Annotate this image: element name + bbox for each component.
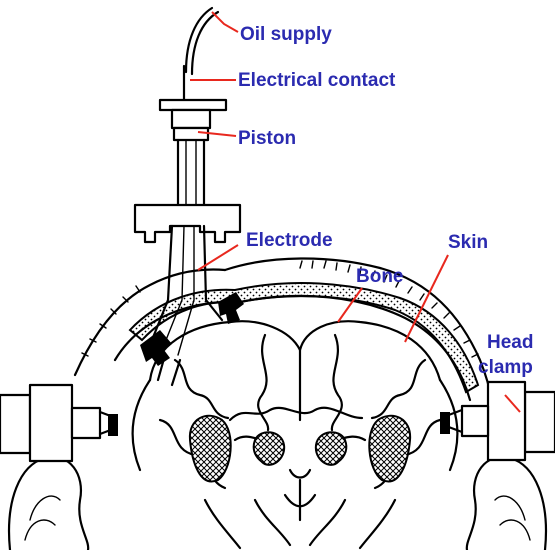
label-head-clamp-line2: clamp <box>478 357 533 378</box>
label-skin: Skin <box>448 232 488 253</box>
nucleus-right <box>369 416 410 482</box>
nucleus-left <box>190 416 231 482</box>
leader-oil-supply <box>212 12 238 32</box>
head-clamp-left <box>0 385 118 461</box>
label-oil-supply: Oil supply <box>240 24 332 45</box>
ear-right <box>467 457 546 550</box>
nucleus-center-right <box>316 432 346 465</box>
label-electrode: Electrode <box>246 230 333 251</box>
labels: Oil supply Electrical contact Piston Ele… <box>238 24 533 378</box>
label-electrical-contact: Electrical contact <box>238 70 396 91</box>
label-bone: Bone <box>356 266 404 287</box>
label-head-clamp-line1: Head <box>487 332 533 353</box>
nucleus-center-left <box>254 432 284 465</box>
brain <box>133 321 458 548</box>
ear-left <box>9 457 88 550</box>
label-piston: Piston <box>238 128 296 149</box>
